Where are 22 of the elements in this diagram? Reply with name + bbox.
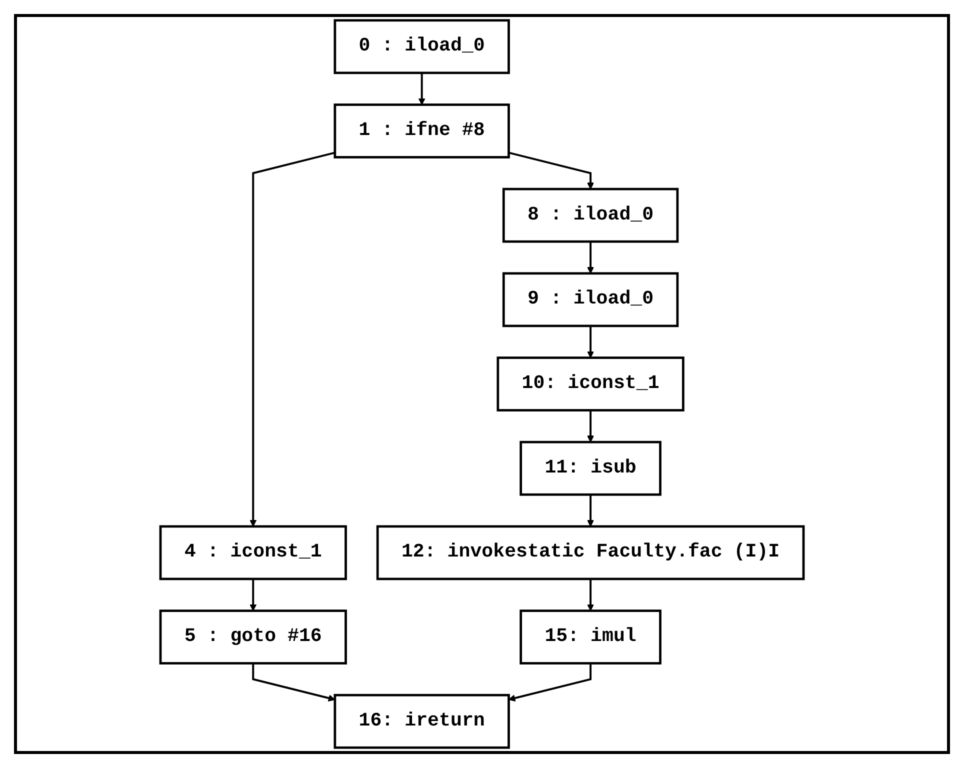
node-box: 16: ireturn <box>334 694 510 749</box>
arrow <box>418 72 426 106</box>
node-box: 11: isub <box>520 440 662 496</box>
node-box: 4 : iconst_1 <box>159 525 347 580</box>
arrow <box>250 152 336 527</box>
node-box: 12: invokestatic Faculty.fac (I)I <box>376 525 805 580</box>
arrow <box>587 410 594 442</box>
node-box: 8 : iload_0 <box>502 188 679 243</box>
arrow <box>587 242 594 274</box>
arrow <box>587 326 594 358</box>
arrow <box>508 152 594 190</box>
arrow <box>587 494 594 527</box>
arrow <box>508 663 592 702</box>
arrow <box>587 578 594 612</box>
arrow <box>250 578 257 612</box>
node-box: 9 : iload_0 <box>502 272 679 328</box>
arrow <box>252 663 336 702</box>
node-box: 15: imul <box>520 610 662 664</box>
node-box: 10: iconst_1 <box>496 356 684 412</box>
node-box: 0 : iload_0 <box>334 19 510 74</box>
node-box: 1 : ifne #8 <box>334 104 510 158</box>
node-box: 5 : goto #16 <box>159 610 347 664</box>
